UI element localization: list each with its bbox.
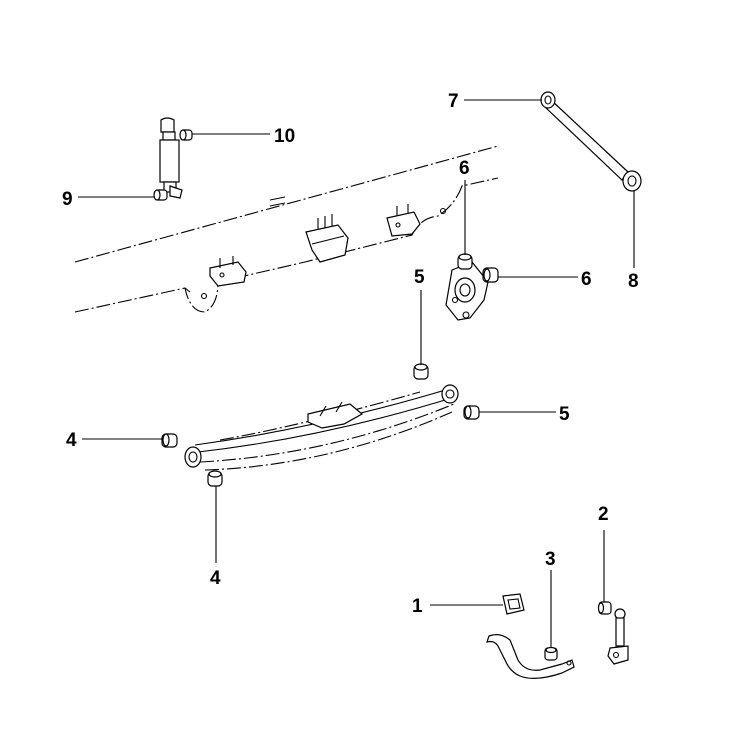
leader-lines — [78, 99, 635, 648]
callout-2: 2 — [598, 504, 609, 525]
stabilizer-bushing — [502, 593, 525, 615]
callout-6-top: 6 — [459, 158, 470, 179]
stabilizer-bushing-small — [544, 646, 558, 661]
lateral-rod — [540, 91, 642, 192]
spring-bushing-5-upper — [413, 363, 429, 380]
callout-6-right: 6 — [581, 269, 592, 290]
stabilizer-bar — [486, 634, 575, 679]
frame-mount-right — [386, 204, 421, 237]
callout-9: 9 — [62, 189, 73, 210]
callout-labels: 1 2 3 4 4 5 5 6 6 7 8 9 10 — [62, 91, 639, 617]
shock-bushing-upper — [179, 129, 193, 141]
callout-10: 10 — [274, 126, 295, 147]
shackle-bushing-side — [482, 267, 499, 283]
callout-5-right: 5 — [559, 404, 570, 425]
frame-mount-left — [209, 256, 247, 287]
callout-1: 1 — [412, 596, 423, 617]
shock-bushing-lower — [153, 189, 168, 201]
shackle-bushing-top — [457, 253, 473, 270]
frame-rail — [74, 145, 499, 313]
stabilizer-link — [597, 601, 629, 665]
frame-mount-center — [305, 214, 349, 263]
callout-4-left: 4 — [66, 430, 77, 451]
callout-3: 3 — [545, 549, 556, 570]
callout-4-lower: 4 — [210, 568, 221, 589]
spring-bushing-5-right — [463, 405, 480, 420]
callout-8: 8 — [628, 271, 639, 292]
leaf-spring — [184, 384, 459, 471]
spring-bushing-4-lower — [207, 470, 223, 487]
callout-7: 7 — [448, 91, 459, 112]
spring-bushing-4-left — [161, 433, 178, 448]
spring-shackle — [445, 261, 489, 321]
shock-absorber — [159, 117, 183, 199]
callout-5-upper: 5 — [414, 267, 425, 288]
